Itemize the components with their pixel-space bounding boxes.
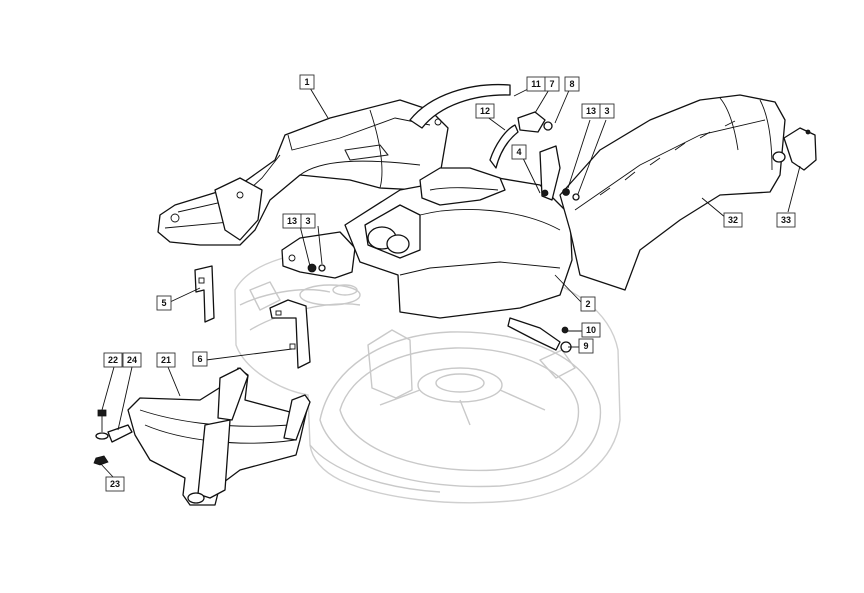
svg-text:1: 1 [304,77,309,87]
svg-text:4: 4 [516,147,521,157]
callout-8: 8 [564,76,580,92]
leader-lines [99,87,801,479]
part-6-bracket [269,299,311,369]
mower-deck-ghost [234,249,621,504]
svg-text:10: 10 [586,325,596,335]
svg-text:32: 32 [728,215,738,225]
callout-23: 23 [105,476,125,492]
svg-text:21: 21 [161,355,171,365]
svg-text:8: 8 [569,79,574,89]
svg-text:23: 23 [110,479,120,489]
svg-text:24: 24 [127,355,137,365]
part-32-discharge-tube [559,94,786,291]
part-1-upper-frame [157,99,449,246]
callout-24: 24 [122,352,142,368]
part-21-front-deflector [127,367,311,506]
callout-11: 11 [526,76,546,92]
svg-text:3: 3 [604,106,609,116]
callout-10: 10 [581,322,601,338]
callout-21: 21 [156,352,176,368]
callout-32: 32 [723,212,743,228]
callout-13-left: 13 [282,213,302,229]
svg-text:2: 2 [585,299,590,309]
callout-12: 12 [475,103,495,119]
callout-2: 2 [580,296,596,312]
callout-4: 4 [511,144,527,160]
part-22-bolt [97,409,107,432]
part-33-end-bracket [772,127,817,171]
callout-13-right: 13 [581,103,601,119]
part-23-nut [93,455,109,466]
svg-text:9: 9 [583,341,588,351]
callout-1: 1 [299,74,315,90]
callout-3-left: 3 [300,213,316,229]
svg-text:5: 5 [161,298,166,308]
svg-text:13: 13 [287,216,297,226]
callout-5: 5 [156,295,172,311]
callout-7: 7 [544,76,560,92]
part-5-bracket [194,265,215,323]
part-2-chute-housing [344,83,573,319]
callout-3-right: 3 [599,103,615,119]
part-7-connector [517,111,553,133]
part-4-bracket [539,145,561,201]
callout-6: 6 [192,351,208,367]
svg-text:13: 13 [586,106,596,116]
svg-text:33: 33 [781,215,791,225]
callout-9: 9 [578,338,594,354]
svg-text:11: 11 [531,79,541,89]
part-24-washer [95,424,133,443]
callout-33: 33 [776,212,796,228]
part-13-bracket-left [281,231,356,279]
svg-text:3: 3 [305,216,310,226]
svg-text:12: 12 [480,106,490,116]
svg-text:6: 6 [197,354,202,364]
svg-text:22: 22 [108,355,118,365]
svg-text:7: 7 [549,79,554,89]
callout-22: 22 [103,352,123,368]
